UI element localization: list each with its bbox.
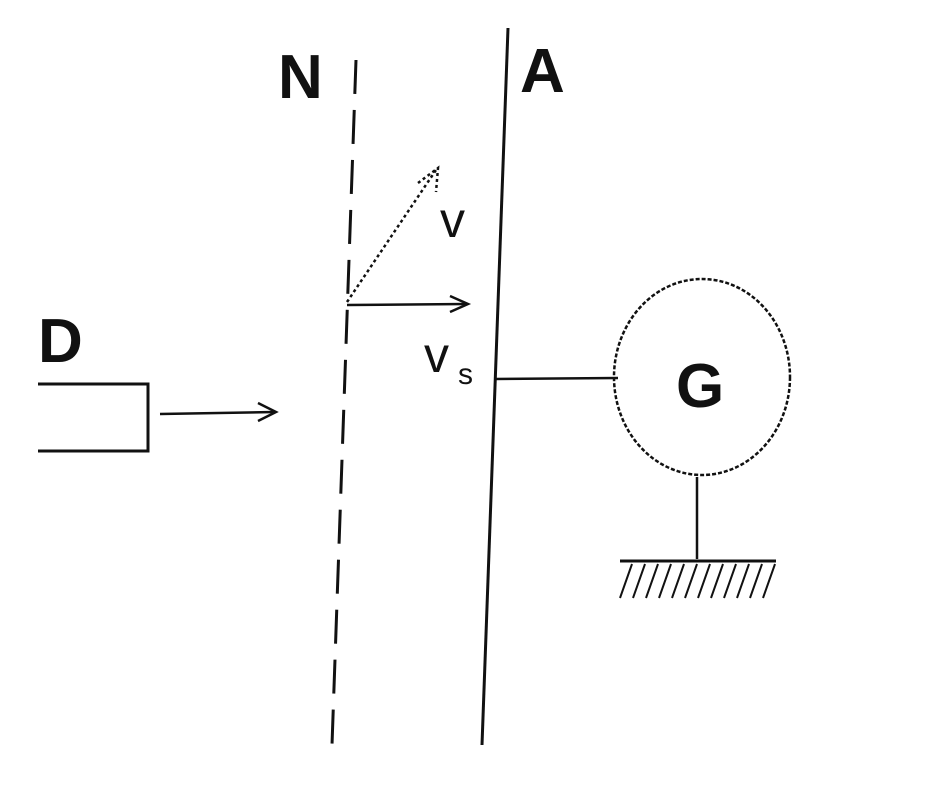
plate-a-line [480,27,510,746]
label-vs-main: v [424,327,449,383]
label-v: v [440,192,465,248]
mesh-n-dashed-line [330,59,358,746]
velocity-v-arrow [345,165,440,303]
ground-symbol [619,559,776,599]
label-d: D [38,307,83,376]
label-g: G [676,352,724,421]
label-n: N [278,43,323,112]
galvanometer-circle [612,277,792,477]
connection-wire [493,376,619,381]
label-vs-subscript: s [458,358,473,391]
label-a: A [520,37,565,106]
source-d-box [38,382,150,453]
velocity-vs-arrow [346,294,472,314]
incident-beam-arrow [159,401,279,423]
